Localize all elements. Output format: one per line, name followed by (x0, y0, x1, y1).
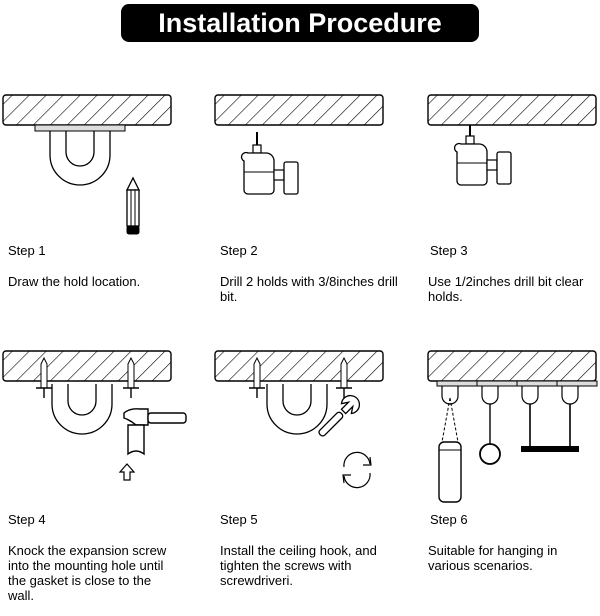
ceiling-icon (2, 94, 172, 126)
step-4-panel: Step 4 Knock the expansion screw into th… (0, 346, 196, 616)
step-5-panel: Step 5 Install the ceiling hook, and tig… (212, 346, 408, 616)
step-2-description: Drill 2 holds with 3/8inches drill bit. (220, 274, 398, 304)
step-6-panel: Step 6 Suitable for hanging in various s… (425, 346, 600, 616)
step-1-illustration (2, 94, 172, 235)
ceiling-hook-icon (266, 384, 328, 435)
step-2-illustration (214, 94, 384, 195)
wrench-icon (318, 395, 360, 437)
swing-icon (521, 386, 579, 452)
step-3-label: Step 3 (430, 243, 468, 258)
page-title: Installation Procedure (121, 4, 479, 42)
step-4-illustration (2, 350, 187, 481)
step-5-label: Step 5 (220, 512, 258, 527)
ceiling-hook-icon (51, 384, 113, 435)
step-3-description: Use 1/2inches drill bit clear holds. (428, 274, 584, 304)
step-2-panel: Step 2 Drill 2 holds with 3/8inches dril… (212, 90, 408, 360)
expansion-screw-icon (249, 356, 352, 398)
pencil-icon (125, 176, 141, 235)
ceiling-icon (214, 94, 384, 126)
ceiling-icon (2, 350, 172, 382)
step-6-description: Suitable for hanging in various scenario… (428, 543, 558, 573)
step-4-label: Step 4 (8, 512, 46, 527)
expansion-screw-icon (36, 356, 139, 398)
ceiling-hook-icon (34, 124, 126, 186)
ceiling-icon (214, 350, 384, 382)
drill-icon (240, 132, 299, 195)
step-1-description: Draw the hold location. (8, 274, 141, 289)
ceiling-icon (427, 350, 598, 387)
drill-icon (453, 125, 512, 186)
step-3-illustration (427, 94, 597, 186)
step-5-illustration (214, 350, 384, 489)
rotate-icon (342, 451, 372, 489)
step-1-panel: Step 1 Draw the hold location. (0, 90, 196, 360)
step-5-description: Install the ceiling hook, and tighten th… (220, 543, 377, 588)
arrow-up-icon (118, 463, 136, 481)
gymnastic-ring-icon (479, 386, 501, 465)
step-6-label: Step 6 (430, 512, 468, 527)
step-6-illustration (427, 350, 598, 503)
step-4-description: Knock the expansion screw into the mount… (8, 543, 167, 603)
hammer-icon (123, 408, 187, 456)
ceiling-icon (427, 94, 597, 126)
step-2-label: Step 2 (220, 243, 258, 258)
step-1-label: Step 1 (8, 243, 46, 258)
punching-bag-icon (438, 386, 462, 503)
step-3-panel: Step 3 Use 1/2inches drill bit clear hol… (425, 90, 600, 360)
